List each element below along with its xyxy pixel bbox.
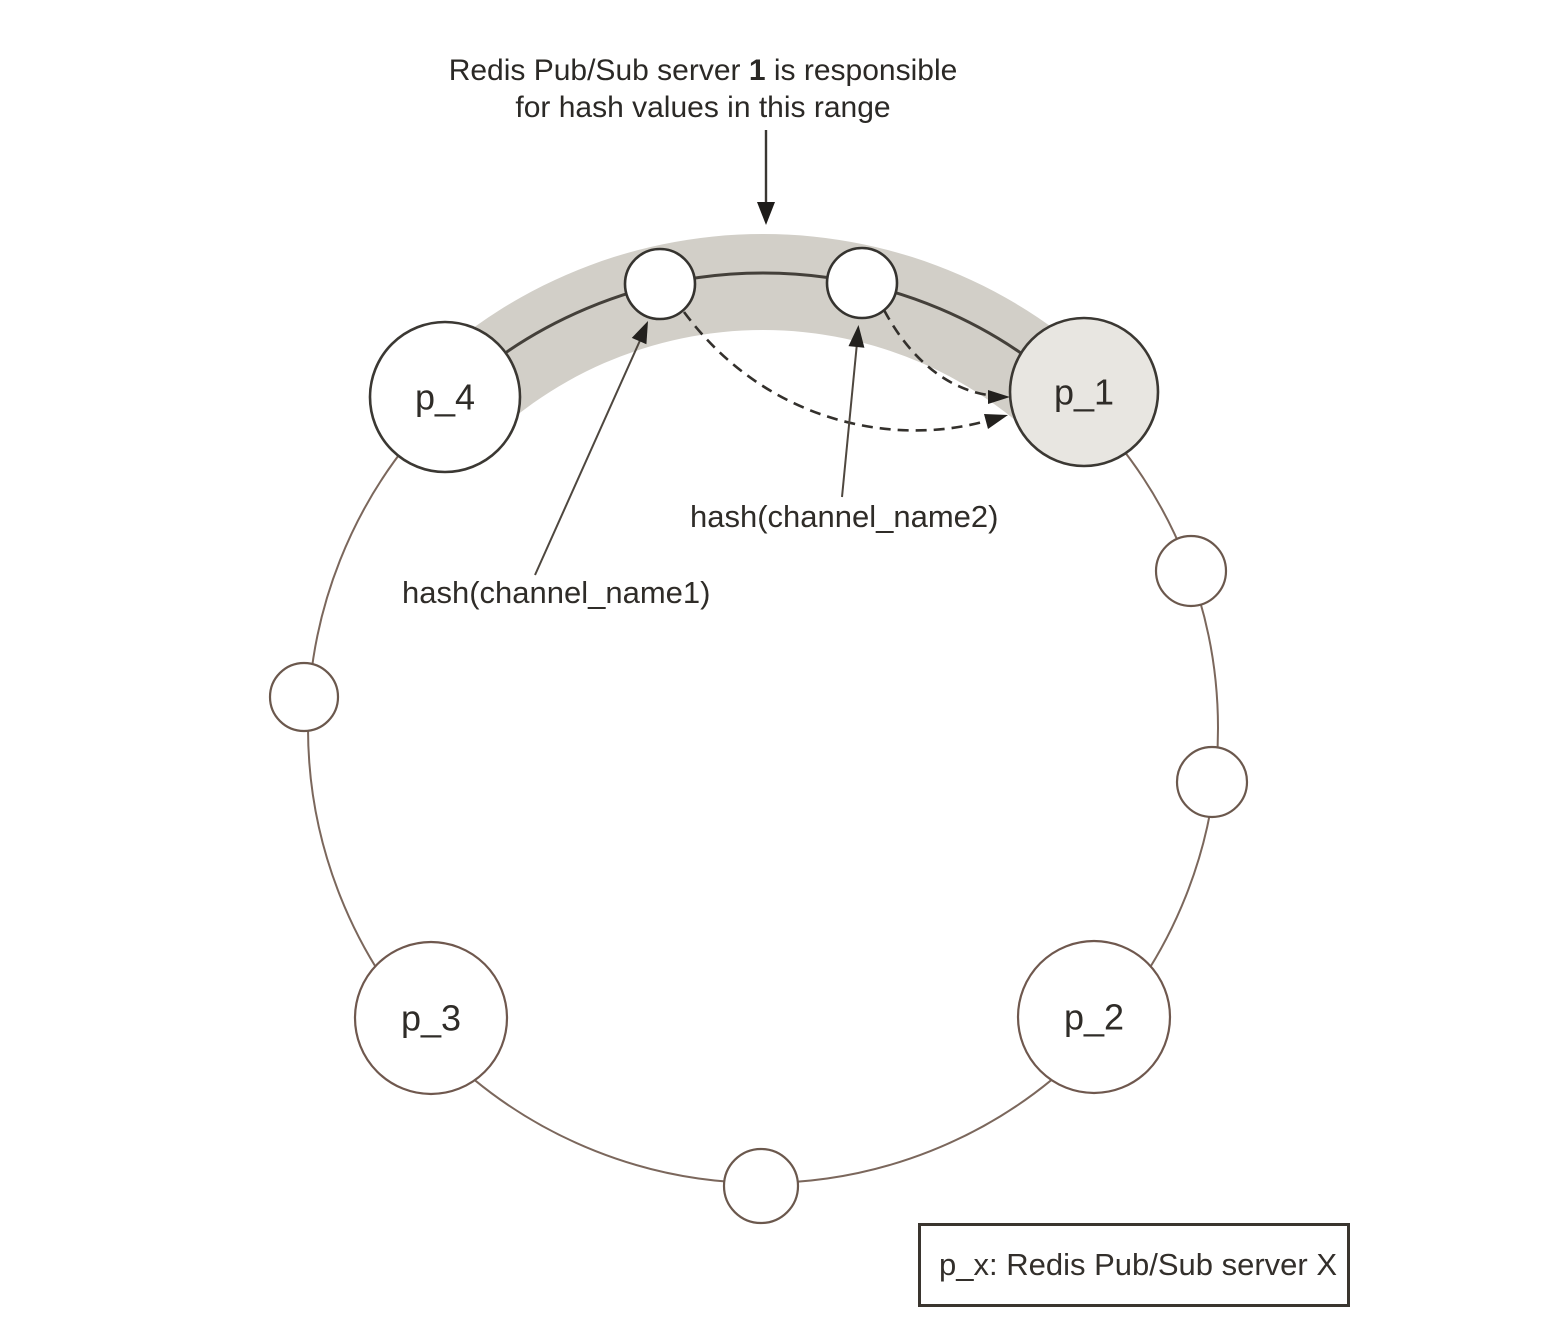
hash1-label-pointer-line xyxy=(534,335,643,576)
hash-range-band xyxy=(401,233,1125,457)
node-p2-label: p_2 xyxy=(1063,996,1125,1038)
hash-channel-name2-label: hash(channel_name2) xyxy=(690,499,999,534)
hash-ring-highlight-arc xyxy=(445,271,1081,402)
legend-box: p_x: Redis Pub/Sub server X xyxy=(918,1223,1350,1307)
hash1-label-pointer-head-icon xyxy=(631,321,648,345)
hash-position-2 xyxy=(825,246,899,320)
range-annotation-line1: Redis Pub/Sub server 1 is responsible xyxy=(353,52,1053,89)
virtual-node-right-upper xyxy=(1154,534,1228,608)
dashed-arrow-hash1-head-icon xyxy=(984,414,1008,429)
range-annotation-line1-pre: Redis Pub/Sub server xyxy=(448,54,749,87)
hash-channel-name1-label: hash(channel_name1) xyxy=(402,575,711,610)
range-annotation-server-number: 1 xyxy=(748,54,766,87)
dashed-arrow-hash2-to-p1 xyxy=(882,309,999,398)
hash2-label-pointer-head-icon xyxy=(848,325,865,348)
node-p4 xyxy=(368,320,522,474)
virtual-node-right-lower xyxy=(1175,745,1249,819)
hash-position-1 xyxy=(623,247,697,321)
legend-text: p_x: Redis Pub/Sub server X xyxy=(939,1247,1338,1282)
node-p4-label: p_4 xyxy=(414,376,476,418)
node-p1-label: p_1 xyxy=(1053,371,1115,413)
virtual-node-left xyxy=(268,661,340,733)
hash2-label-pointer-line xyxy=(841,342,858,498)
node-p1 xyxy=(1008,316,1160,468)
node-p3-label: p_3 xyxy=(400,997,462,1039)
virtual-node-bottom xyxy=(722,1147,800,1225)
range-annotation: Redis Pub/Sub server 1 is responsible fo… xyxy=(353,52,1053,126)
dashed-arrow-hash1-to-p1 xyxy=(682,311,997,432)
node-p3 xyxy=(353,940,509,1096)
node-p2 xyxy=(1016,939,1172,1095)
range-annotation-line2: for hash values in this range xyxy=(515,91,891,124)
dashed-arrow-hash2-head-icon xyxy=(988,390,1010,404)
annotation-arrow-head-icon xyxy=(757,202,775,225)
range-annotation-line1-post: is responsible xyxy=(765,54,958,87)
